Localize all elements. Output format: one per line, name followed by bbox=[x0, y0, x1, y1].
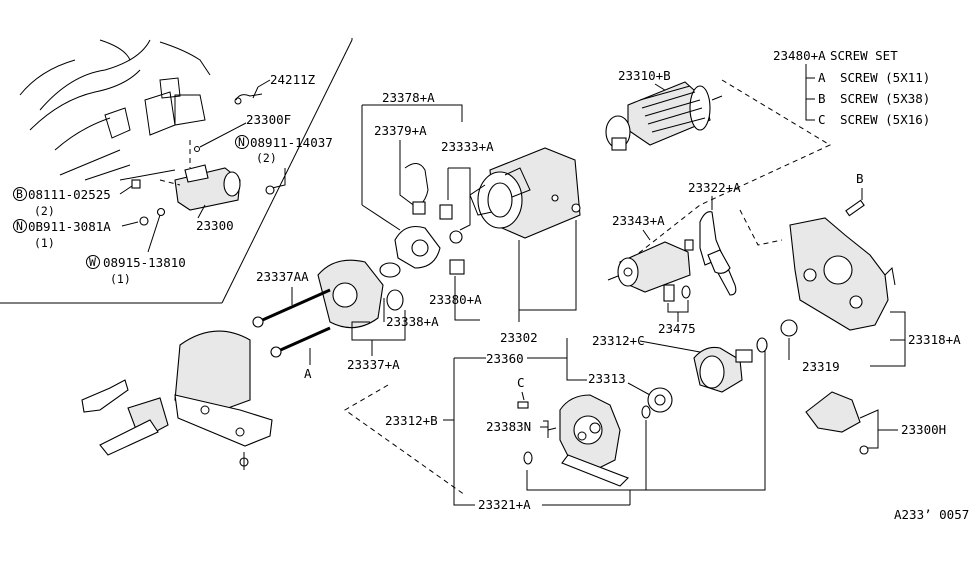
mount-brackets bbox=[81, 330, 273, 470]
inset-diagonal-border bbox=[221, 39, 353, 304]
nut-icon bbox=[265, 185, 275, 195]
brush-spring-icon bbox=[449, 259, 465, 275]
label-23378a: 23378+A bbox=[382, 90, 435, 105]
screw-key-c: C bbox=[818, 112, 826, 127]
label-23318a: 23318+A bbox=[908, 332, 961, 347]
screw-c-icon bbox=[517, 401, 529, 409]
armature-23310b: 23310+B bbox=[605, 68, 832, 261]
ref-b-screw: B bbox=[856, 171, 864, 186]
part-23321a: 23321+A bbox=[478, 497, 531, 512]
engine-block-sketch bbox=[19, 39, 211, 181]
rear-cover-group: 23337AA A 23338+A 23337+A bbox=[252, 259, 439, 381]
heat-shield-bolt-icon bbox=[859, 445, 869, 455]
screw-icon bbox=[571, 203, 581, 213]
label-23333a: 23333+A bbox=[441, 139, 494, 154]
bushing-23319: 23319 bbox=[780, 319, 840, 374]
figure-code: A233’ 0057 bbox=[894, 507, 969, 522]
part-23312b: 23312+B bbox=[344, 384, 466, 496]
screw-desc-a: SCREW (5X11) bbox=[840, 70, 930, 85]
label-23337aa: 23337AA bbox=[256, 269, 309, 284]
inset-starter bbox=[159, 140, 241, 211]
bolt-icon bbox=[131, 179, 141, 189]
part-0b911-3081a: N 0B911-3081A (1) 23300 bbox=[13, 204, 234, 250]
label-23475: 23475 bbox=[658, 321, 696, 336]
screw-set-code: 23480+A bbox=[773, 48, 826, 63]
brush-icon bbox=[412, 201, 426, 215]
label-23302: 23302 bbox=[500, 330, 538, 345]
screw-key-a: A bbox=[818, 70, 826, 85]
qty-08111-02525: (2) bbox=[34, 204, 55, 218]
ref-c-screw: C bbox=[517, 375, 525, 390]
label-23338a: 23338+A bbox=[386, 314, 439, 329]
label-23319: 23319 bbox=[802, 359, 840, 374]
label-23300: 23300 bbox=[196, 218, 234, 233]
washer-icon bbox=[156, 207, 166, 217]
svg-text:N: N bbox=[16, 219, 23, 233]
label-23300f: 23300F bbox=[246, 112, 291, 127]
label-23321a: 23321+A bbox=[478, 497, 531, 512]
svg-text:W: W bbox=[89, 255, 96, 269]
qty-08911-14037: (2) bbox=[256, 151, 277, 165]
through-bolt-icon bbox=[252, 316, 264, 328]
gear-housing-group: 23360 23313 C 23383N bbox=[453, 338, 766, 506]
screw-desc-b: SCREW (5X38) bbox=[840, 91, 930, 106]
bushing-icon bbox=[780, 319, 798, 337]
label-23380a: 23380+A bbox=[429, 292, 482, 307]
yoke-23302: 23302 bbox=[469, 147, 581, 345]
svg-text:N: N bbox=[238, 135, 245, 149]
badge-b-icon bbox=[13, 187, 27, 201]
part-08915-13810: W 08915-13810 (1) bbox=[86, 207, 186, 286]
svg-text:B: B bbox=[16, 187, 23, 201]
label-0b911-3081a: 0B911-3081A bbox=[28, 219, 111, 234]
badge-w-icon bbox=[86, 255, 100, 269]
label-23312c: 23312+C bbox=[592, 333, 645, 348]
badge-n-icon-2 bbox=[13, 219, 27, 233]
screw-desc-c: SCREW (5X16) bbox=[840, 112, 930, 127]
part-08911-14037: N 08911-14037 (2) bbox=[235, 135, 333, 195]
screw-set-table: 23480+A SCREW SET A SCREW (5X11) B SCREW… bbox=[773, 48, 930, 127]
label-23322a: 23322+A bbox=[688, 180, 741, 195]
shift-lever-23322a: 23322+A bbox=[688, 180, 783, 296]
label-23310b: 23310+B bbox=[618, 68, 671, 83]
label-23300h: 23300H bbox=[901, 422, 946, 437]
screw-key-b: B bbox=[818, 91, 826, 106]
drive-housing-23318a: B 23318+A bbox=[789, 171, 961, 367]
inset-panel: 24211Z 23300F N 08911-14037 (2) B 08111-… bbox=[0, 38, 353, 304]
heat-shield-23300h: 23300H bbox=[805, 391, 946, 455]
label-23337a: 23337+A bbox=[347, 357, 400, 372]
nut-icon-2 bbox=[139, 216, 149, 226]
screw-b-icon bbox=[845, 199, 865, 217]
screw-set-title: SCREW SET bbox=[830, 48, 898, 63]
gear-icon bbox=[647, 387, 673, 413]
ref-a-bolt: A bbox=[304, 366, 312, 381]
solenoid-23343a: 23343+A bbox=[607, 213, 694, 293]
wire-clip-24211z: 24211Z bbox=[234, 72, 316, 105]
part-08111-02525: B 08111-02525 (2) bbox=[13, 179, 141, 218]
label-08915-13810: 08915-13810 bbox=[103, 255, 186, 270]
part-23475: 23475 bbox=[658, 284, 696, 336]
label-23312b: 23312+B bbox=[385, 413, 438, 428]
label-24211z: 24211Z bbox=[270, 72, 316, 87]
lead-23300f: 23300F bbox=[194, 112, 291, 152]
brush-holder-group: 23378+A 23379+A 23333+A 23380+A bbox=[361, 90, 494, 321]
label-23343a: 23343+A bbox=[612, 213, 665, 228]
stop-ring-icon bbox=[756, 337, 768, 353]
label-23379a: 23379+A bbox=[374, 123, 427, 138]
label-23383n: 23383N bbox=[486, 419, 531, 434]
label-23313: 23313 bbox=[588, 371, 626, 386]
label-08911-14037: 08911-14037 bbox=[250, 135, 333, 150]
pinion-clutch-23312c: 23312+C bbox=[592, 333, 768, 393]
qty-0b911-3081a: (1) bbox=[34, 236, 55, 250]
label-23360: 23360 bbox=[486, 351, 524, 366]
label-08111-02525: 08111-02525 bbox=[28, 187, 111, 202]
badge-n-icon bbox=[235, 135, 249, 149]
qty-08915-13810: (1) bbox=[110, 272, 131, 286]
